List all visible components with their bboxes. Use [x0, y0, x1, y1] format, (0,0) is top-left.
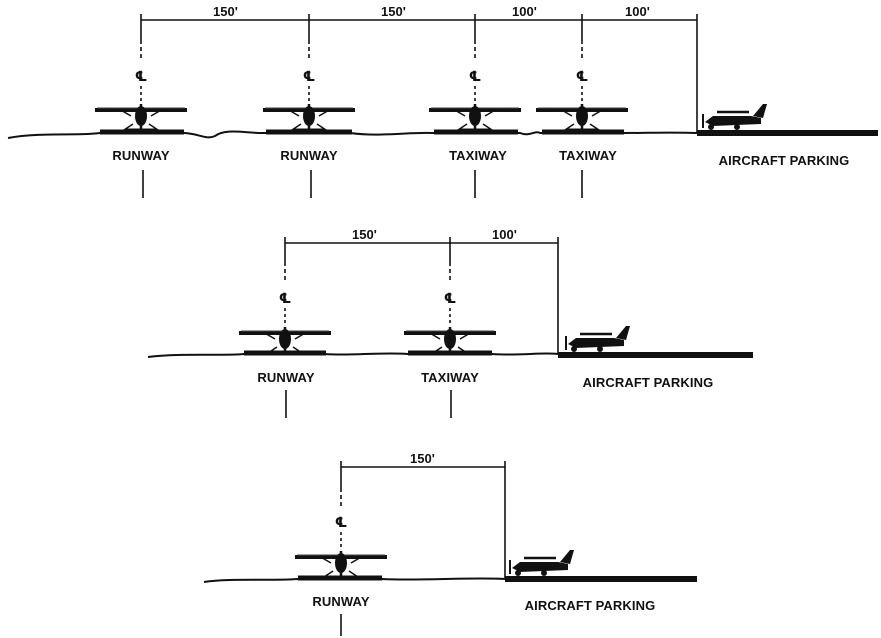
airplane-side-view-icon — [564, 324, 632, 354]
airplane-top-view-icon — [293, 549, 389, 581]
ground-profile — [203, 577, 506, 583]
centerline-symbol-icon: ℄ — [135, 69, 148, 85]
surface-label: RUNWAY — [280, 148, 337, 163]
surface-label: TAXIWAY — [421, 370, 479, 385]
dimension-label: 100' — [492, 227, 517, 242]
centerline-symbol-icon: ℄ — [303, 69, 316, 85]
dimension-label: 150' — [381, 4, 406, 19]
centerline-symbol-icon: ℄ — [469, 69, 482, 85]
surface-label: TAXIWAY — [449, 148, 507, 163]
airplane-top-view-icon — [534, 102, 630, 134]
dimension-label: 150' — [213, 4, 238, 19]
surface-label: RUNWAY — [257, 370, 314, 385]
parking-label: AIRCRAFT PARKING — [719, 153, 850, 168]
dimension-label: 100' — [512, 4, 537, 19]
surface-label: RUNWAY — [112, 148, 169, 163]
diagram-1: 150' 150' 100' 100' ℄ ℄ ℄ ℄ RUNWAY RUNWA… — [7, 4, 878, 198]
centerline-symbol-icon: ℄ — [335, 515, 348, 531]
dimension-label: 150' — [410, 451, 435, 466]
dimension-label: 100' — [625, 4, 650, 19]
airplane-top-view-icon — [93, 102, 189, 134]
parking-label: AIRCRAFT PARKING — [583, 375, 714, 390]
dimension-label: 150' — [352, 227, 377, 242]
diagram-3: 150' ℄ RUNWAY AIRCRAFT PARKING — [203, 451, 697, 636]
airplane-top-view-icon — [427, 102, 523, 134]
diagram-2: 150' 100' ℄ ℄ RUNWAY TAXIWAY AIRCRAFT PA… — [147, 227, 753, 418]
airplane-top-view-icon — [261, 102, 357, 134]
parking-label: AIRCRAFT PARKING — [525, 598, 656, 613]
airplane-side-view-icon — [701, 102, 769, 132]
surface-label: RUNWAY — [312, 594, 369, 609]
centerline-symbol-icon: ℄ — [444, 291, 457, 307]
centerline-symbol-icon: ℄ — [576, 69, 589, 85]
centerline-symbol-icon: ℄ — [279, 291, 292, 307]
ground-profile — [147, 352, 559, 358]
surface-label: TAXIWAY — [559, 148, 617, 163]
airplane-side-view-icon — [508, 548, 576, 578]
